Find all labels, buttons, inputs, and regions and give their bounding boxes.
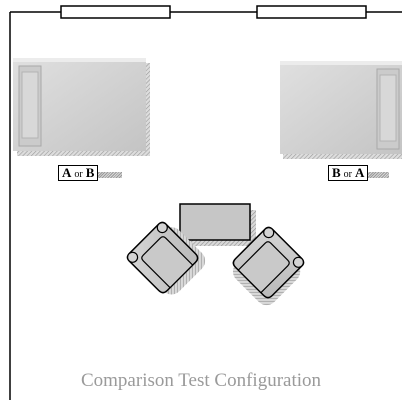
speaker-left-label-primary: A [62,165,72,180]
speaker-right [280,61,402,159]
speaker-right-label: B or A [328,165,369,181]
armchair-left [126,221,206,295]
speaker-left-label-secondary: B [85,165,95,180]
window-right [256,5,367,19]
speaker-left-label: A or B [58,165,99,181]
coffee-table [179,203,256,246]
speaker-left [13,58,150,156]
speaker-right-label-or: or [343,169,353,180]
windows [60,5,367,19]
speaker-right-label-secondary: A [355,165,365,180]
speaker-right-label-primary: B [332,165,341,180]
armchair-right [232,226,305,306]
window-left [60,5,171,19]
speaker-left-label-or: or [74,169,83,180]
diagram-caption: Comparison Test Configuration [80,370,322,391]
